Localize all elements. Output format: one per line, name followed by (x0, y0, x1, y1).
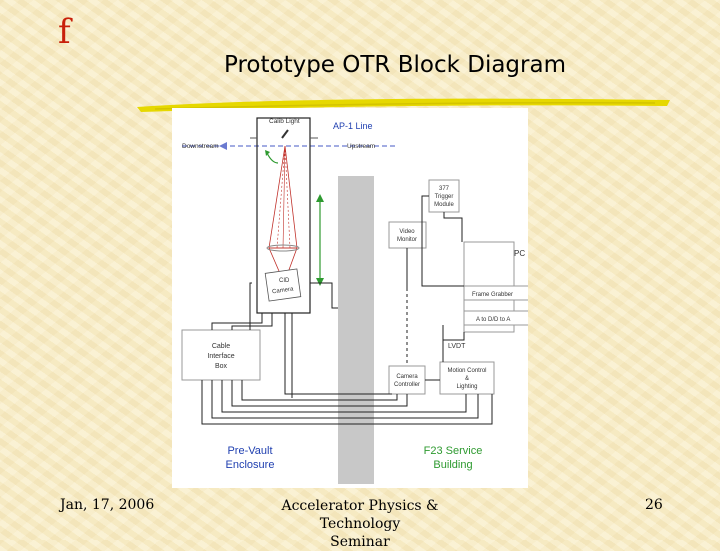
trigger-module-label-2: Trigger (435, 194, 454, 200)
slide-title: Prototype OTR Block Diagram (224, 52, 566, 78)
f23-label-2: Building (433, 459, 472, 471)
camera-housing (256, 117, 311, 314)
pre-vault-label-1: Pre-Vault (227, 445, 272, 457)
title-underline-brush (137, 98, 670, 112)
ap1-line-label: AP-1 Line (333, 121, 373, 131)
rotation-arrow (266, 152, 279, 164)
cable-box-label-3: Box (215, 363, 228, 370)
calib-mirror (281, 129, 289, 139)
trigger-module-label-1: 377 (439, 186, 450, 192)
trigger-module-label-3: Module (434, 202, 454, 208)
footer-title-line-2: Seminar (330, 534, 390, 550)
frame-grabber-label: Frame Grabber (472, 292, 513, 298)
video-monitor-label-1: Video (399, 229, 415, 235)
cid-camera (264, 268, 302, 302)
pre-vault-label-2: Enclosure (226, 459, 275, 471)
downstream-arrow (219, 142, 227, 150)
motion-control-label-3: Lighting (456, 384, 477, 390)
otr-block-diagram: Downstream Upstream AP-1 Line Calib Ligh… (172, 108, 543, 488)
upstream-label: Upstream (347, 143, 375, 150)
f23-label-1: F23 Service (424, 445, 483, 457)
motion-control-box (439, 361, 495, 395)
calib-light-label: Calib Light (269, 118, 300, 125)
cid-camera-label-1: CID (279, 278, 290, 284)
camera-controller-label-2: Controller (394, 382, 420, 388)
downstream-label: Downstream (182, 143, 218, 150)
page-number: 26 (645, 497, 663, 513)
video-monitor-label-2: Monitor (397, 237, 417, 243)
motion-control-label-1: Motion Control (447, 368, 486, 374)
cable-box-label-1: Cable (212, 343, 230, 350)
cid-camera-label-2: Camera (272, 286, 295, 295)
footer-title-line-1: Accelerator Physics & Technology (281, 498, 439, 532)
lens (266, 244, 300, 252)
motion-control-label-2: & (465, 376, 469, 382)
slide-bullet: f (58, 12, 71, 52)
cable-interface-box (181, 329, 261, 381)
cable-box-label-2: Interface (207, 353, 234, 360)
footer-title: Accelerator Physics & Technology Seminar (250, 497, 470, 551)
trigger-module-box (428, 179, 460, 213)
video-monitor-box (388, 221, 427, 249)
a-to-d-label: A to D/D to A (476, 317, 510, 323)
footer-date: Jan, 17, 2006 (60, 497, 155, 513)
pc-label: PC (514, 249, 525, 258)
camera-controller-box (388, 365, 426, 395)
camera-controller-label-1: Camera (396, 374, 418, 380)
lvdt-label: LVDT (448, 343, 466, 350)
shield-wall (338, 176, 374, 484)
wiring (201, 195, 493, 425)
